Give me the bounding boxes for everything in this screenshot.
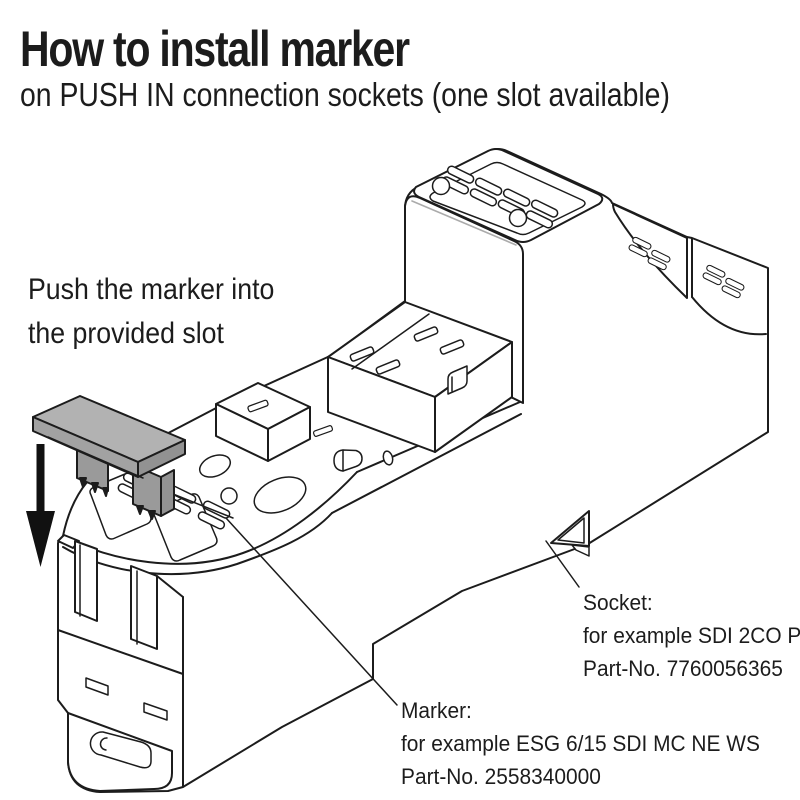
socket-label: Socket: for example SDI 2CO P Part-No. 7… (583, 586, 800, 685)
din-rail-clip (550, 510, 590, 557)
socket-label-part-no: Part-No. 7760056365 (583, 656, 783, 681)
relay-block-left (215, 382, 311, 462)
page-subtitle: on PUSH IN connection sockets (one slot … (20, 76, 670, 113)
marker-end-face (137, 439, 186, 478)
socket-label-title: Socket: (583, 590, 653, 615)
relay-block-right (327, 301, 513, 453)
marker-label: Marker: for example ESG 6/15 SDI MC NE W… (401, 694, 760, 793)
socket-comb-teeth (612, 203, 767, 336)
socket-label-example: for example SDI 2CO P (583, 623, 800, 648)
socket-illustration (57, 148, 769, 793)
marker-label-part-no: Part-No. 2558340000 (401, 764, 601, 789)
test-point-hole (431, 176, 451, 196)
marker-label-title: Marker: (401, 698, 472, 723)
marker-leader-line (225, 517, 398, 706)
marker-leg-right-side (160, 469, 175, 517)
instruction-note-line2: the provided slot (28, 317, 224, 350)
socket-front-section (57, 534, 184, 787)
marker-leg-right-teeth (136, 505, 156, 520)
socket-leader-line (545, 540, 580, 588)
test-point-hole (508, 208, 528, 228)
marker-leg-left-teeth (79, 477, 109, 497)
page-title: How to install marker (20, 21, 410, 77)
coil-peg (333, 449, 363, 472)
socket-foot-clip (67, 712, 173, 792)
push-down-arrow-icon (26, 444, 55, 567)
instruction-note-line1: Push the marker into (28, 273, 275, 306)
marker-label-example: for example ESG 6/15 SDI MC NE WS (401, 731, 760, 756)
instruction-note: Push the marker into the provided slot (28, 268, 274, 356)
marker-illustration (32, 395, 186, 520)
